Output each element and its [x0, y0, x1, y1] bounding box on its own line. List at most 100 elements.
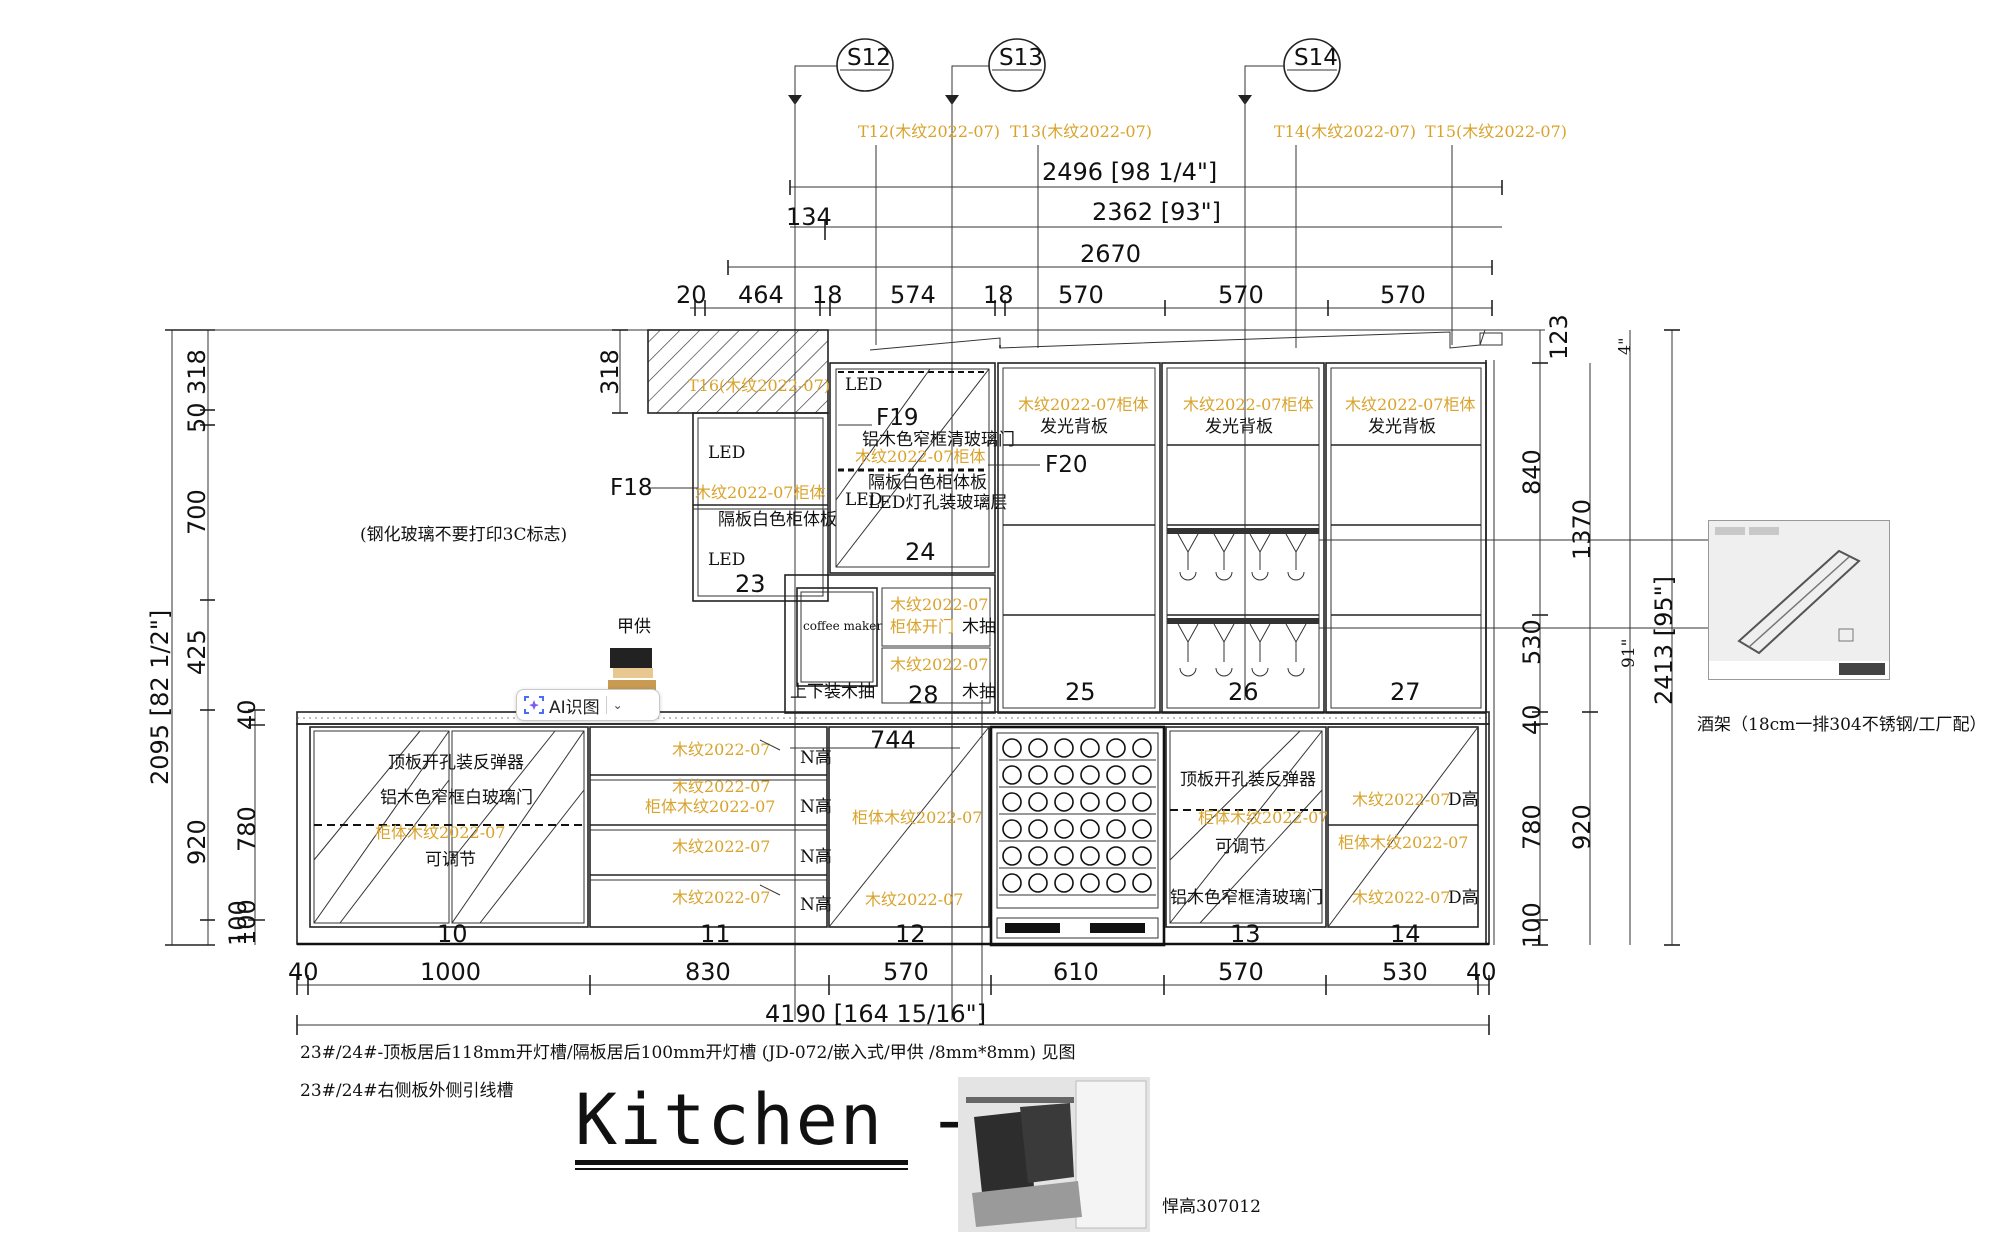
left-dim: 318 — [183, 349, 211, 395]
u24-c: 隔板白色柜体板 — [868, 473, 987, 493]
u23-b: 隔板白色柜体板 — [718, 510, 837, 530]
chevron-down-icon[interactable]: ⌄ — [612, 698, 623, 712]
left-dim-inner: 780 — [233, 806, 261, 852]
cabinet-number-24: 24 — [905, 538, 936, 566]
upper-dim: 570 — [1380, 281, 1426, 309]
cabinet-number-23: 23 — [735, 570, 766, 598]
u28-e: 上下装木抽 — [790, 682, 875, 702]
u28-b: 柜体开门 — [890, 617, 954, 636]
section-label: S14 — [1294, 45, 1338, 71]
callout-f18: F18 — [610, 475, 653, 501]
wine-bottle — [1028, 846, 1048, 866]
bottom-dimensions: 40 1000 830 570 610 570 530 40 4190 [164… — [288, 958, 1497, 1035]
cabinet-25: 木纹2022-07柜体 发光背板 25 — [997, 362, 1161, 714]
wine-rack-photo — [1708, 520, 1890, 680]
wine-bottle — [1132, 792, 1152, 812]
upper-dim-ticks — [694, 300, 1493, 316]
top-label-t12: T12(木纹2022-07) — [858, 122, 1000, 141]
c10-c: 柜体木纹2022-07 — [375, 823, 506, 842]
wine-bottle — [1132, 819, 1152, 839]
bottom-dim: 530 — [1382, 958, 1428, 986]
note-1: 23#/24#-顶板居后118mm开灯槽/隔板居后100mm开灯槽 (JD-07… — [300, 1043, 1076, 1063]
cabinet-26: 木纹2022-07柜体 发光背板 26 — [1161, 362, 1325, 714]
wine-bottle — [1002, 873, 1022, 893]
right-dim-outer: 2413 [95"] — [1650, 576, 1678, 705]
left-dim: 50 — [183, 402, 211, 433]
cabinet-number-10: 10 — [437, 920, 468, 948]
c11-row: 木纹2022-07 — [672, 740, 771, 759]
wine-bottle — [1002, 738, 1022, 758]
cabinet-13: 顶板开孔装反弹器 柜体木纹2022-07 可调节 铝木色窄框清玻璃门 13 — [1165, 726, 1329, 948]
upper-dim: 464 — [738, 281, 784, 309]
wine-bottle — [1080, 846, 1100, 866]
c10-b: 铝木色窄框白玻璃门 — [380, 788, 533, 808]
wine-bottle — [1054, 738, 1074, 758]
wine-bottle — [1106, 792, 1126, 812]
ai-button-label: AI识图 — [549, 697, 600, 718]
coffee-maker-label: coffee maker — [803, 619, 882, 633]
cabinet-number-28: 28 — [908, 681, 939, 709]
section-label: S12 — [847, 45, 891, 71]
section-marker-s12: S12 — [788, 38, 894, 105]
wine-bottle — [1106, 819, 1126, 839]
note-bin: 悍高307012 — [1162, 1197, 1261, 1217]
u25-a: 木纹2022-07柜体 — [1018, 395, 1149, 414]
ai-recognize-button[interactable]: AI识图 ⌄ — [516, 689, 660, 721]
dim-total: 4190 [164 15/16"] — [765, 1000, 986, 1028]
cabinet-14: 木纹2022-07 D高 柜体木纹2022-07 木纹2022-07 D高 14 — [1327, 726, 1479, 948]
u27-a: 木纹2022-07柜体 — [1345, 395, 1476, 414]
wine-bottle — [1132, 846, 1152, 866]
c10-d: 可调节 — [425, 850, 476, 870]
right-dim: 100 — [1518, 902, 1546, 948]
wine-bottle — [1054, 819, 1074, 839]
bottom-dim: 610 — [1053, 958, 1099, 986]
wine-bottle — [1080, 873, 1100, 893]
note-rack: 酒架（18cm一排304不锈钢/工厂配） — [1697, 715, 1986, 735]
cabinet-number-26: 26 — [1228, 678, 1259, 706]
c14-a: 木纹2022-07 — [1352, 790, 1451, 809]
bottom-dim: 830 — [685, 958, 731, 986]
wine-glass-rack — [1167, 528, 1319, 677]
right-dim: 1370 — [1568, 499, 1596, 560]
wine-bottle — [1106, 846, 1126, 866]
cabinet-number-13: 13 — [1230, 920, 1261, 948]
u28-c: 木纹2022-07 — [890, 655, 989, 674]
cabinet-12: 柜体木纹2022-07 木纹2022-07 12 744 — [790, 726, 990, 948]
c11-h: N高 — [800, 895, 832, 915]
wine-bottle — [1132, 765, 1152, 785]
right-dim-inch: 4" — [1615, 337, 1634, 355]
wine-bottle — [1028, 819, 1048, 839]
c12-a: 柜体木纹2022-07 — [852, 808, 983, 827]
dim-2670: 2670 — [1080, 240, 1141, 268]
cabinet-27: 木纹2022-07柜体 发光背板 27 — [1325, 362, 1487, 714]
cabinet-11: 木纹2022-07 木纹2022-07 柜体木纹2022-07 木纹2022-0… — [589, 726, 832, 948]
ceiling — [170, 329, 1545, 414]
wine-bottle — [1080, 765, 1100, 785]
upper-dim: 18 — [812, 281, 843, 309]
c14-h2: D高 — [1448, 888, 1479, 908]
u28-a: 木纹2022-07 — [890, 595, 989, 614]
callout-f20: F20 — [1045, 452, 1088, 478]
cabinet-number-25: 25 — [1065, 678, 1096, 706]
c13-a: 顶板开孔装反弹器 — [1180, 770, 1316, 790]
wine-bottle — [1106, 873, 1126, 893]
dim-744: 744 — [870, 726, 916, 754]
c11-h: N高 — [800, 847, 832, 867]
wine-bottle — [1002, 846, 1022, 866]
led-label: LED — [845, 375, 882, 395]
u27-b: 发光背板 — [1368, 417, 1436, 437]
upper-dim: 574 — [890, 281, 936, 309]
wine-bottle — [1054, 873, 1074, 893]
left-dim: 425 — [183, 629, 211, 675]
coffee-icon — [608, 648, 656, 690]
wine-bottle — [1080, 738, 1100, 758]
left-dim: 700 — [183, 489, 211, 535]
section-label: S13 — [999, 45, 1043, 71]
wine-bottle — [1106, 765, 1126, 785]
upper-dim: 18 — [983, 281, 1014, 309]
wine-bottle — [1028, 873, 1048, 893]
right-dim: 840 — [1518, 449, 1546, 495]
title-underline — [575, 1160, 908, 1165]
callout-f19: F19 — [876, 405, 919, 431]
